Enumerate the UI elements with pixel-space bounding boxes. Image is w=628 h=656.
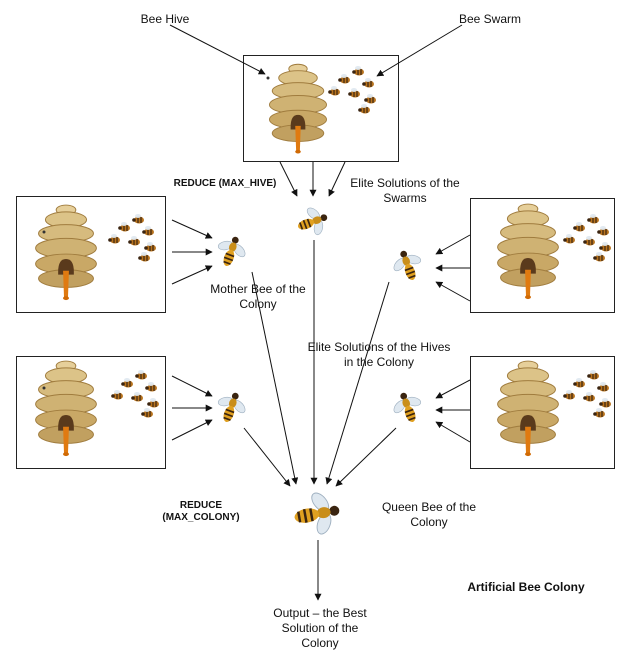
- bee-swarm-icon: [563, 370, 611, 418]
- beehive-icon: [498, 361, 559, 456]
- bee-hive-label: Bee Hive: [120, 12, 210, 27]
- bee-icon: [291, 487, 344, 541]
- bee-swarm-icon: [563, 214, 611, 262]
- elite-hives-label: Elite Solutions of the Hives in the Colo…: [304, 340, 454, 370]
- queen-bee-label: Queen Bee of the Colony: [370, 500, 488, 530]
- beehive-icon: [498, 204, 559, 299]
- output-label: Output – the Best Solution of the Colony: [262, 606, 378, 651]
- bee-icon: [211, 232, 251, 272]
- bee-icon: [293, 202, 333, 242]
- bee-swarm-label: Bee Swarm: [440, 12, 540, 27]
- diagram-title: Artificial Bee Colony: [446, 580, 606, 595]
- elite-swarms-label: Elite Solutions of the Swarms: [340, 176, 470, 206]
- beehive-icon: [36, 205, 97, 300]
- beehive-icon: [36, 361, 97, 456]
- bee-swarm-icon: [108, 214, 156, 262]
- bee-icon: [211, 388, 251, 428]
- bee-icon: [388, 388, 428, 428]
- reduce-max-hive-label: REDUCE (MAX_HIVE): [160, 178, 290, 190]
- beehive-icon: [269, 64, 326, 153]
- bee-icon: [388, 246, 428, 286]
- mother-bee-label: Mother Bee of the Colony: [196, 282, 320, 312]
- bee-swarm-icon: [328, 66, 376, 114]
- bee-swarm-icon: [111, 370, 159, 418]
- reduce-max-colony-label: REDUCE (MAX_COLONY): [158, 500, 244, 524]
